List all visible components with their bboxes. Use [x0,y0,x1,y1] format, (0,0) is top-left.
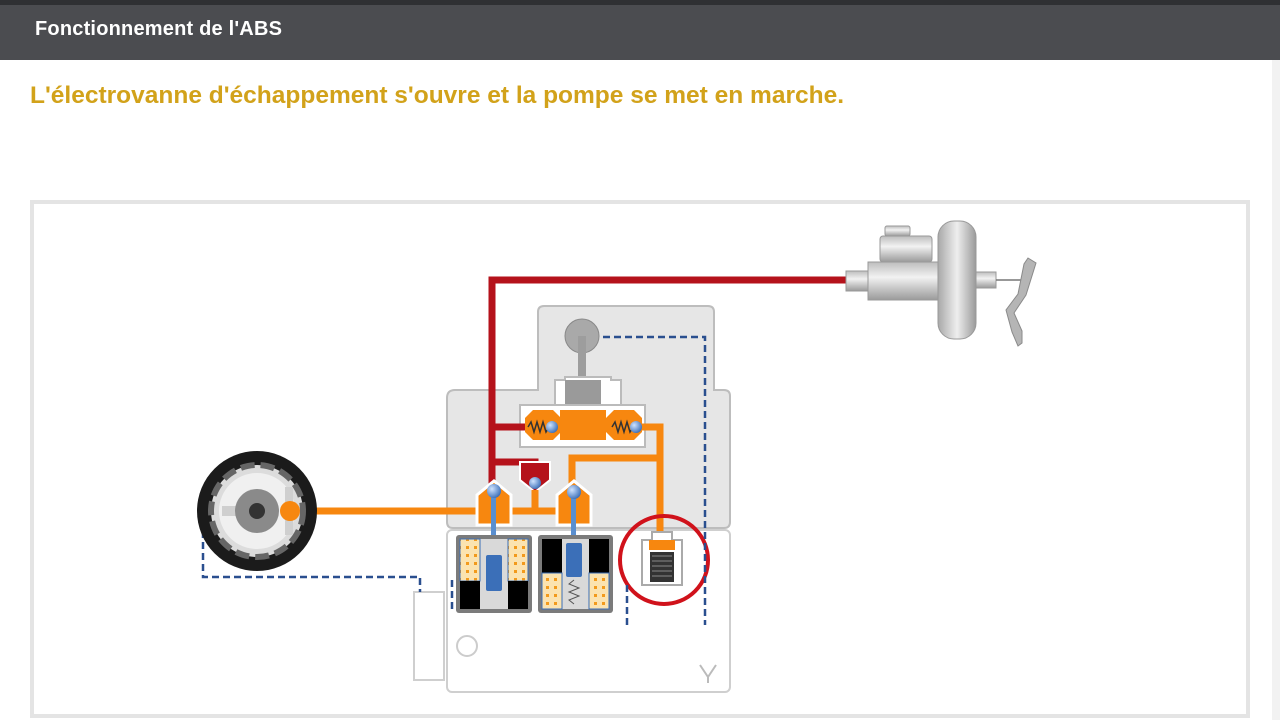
wheel-icon [197,451,317,571]
wheel-brake-line [290,423,664,540]
scrollbar[interactable] [1272,60,1280,720]
master-cylinder-icon [845,220,1022,340]
highlight-circle [618,514,710,606]
header-bar: Fonctionnement de l'ABS [0,5,1280,60]
abs-logo-icon [456,635,478,657]
ground-symbol-icon [699,664,717,683]
inlet-solenoid [456,535,532,613]
accumulator [641,531,683,586]
inlet-valve [475,479,513,555]
outlet-valve [555,479,593,545]
step-caption: L'électrovanne d'échappement s'ouvre et … [30,82,845,109]
page-title: Fonctionnement de l'ABS [35,18,283,40]
window-top-border [0,0,1280,5]
connector-plug [413,591,445,681]
brake-pedal-icon [1005,257,1037,347]
outlet-solenoid [538,535,613,613]
